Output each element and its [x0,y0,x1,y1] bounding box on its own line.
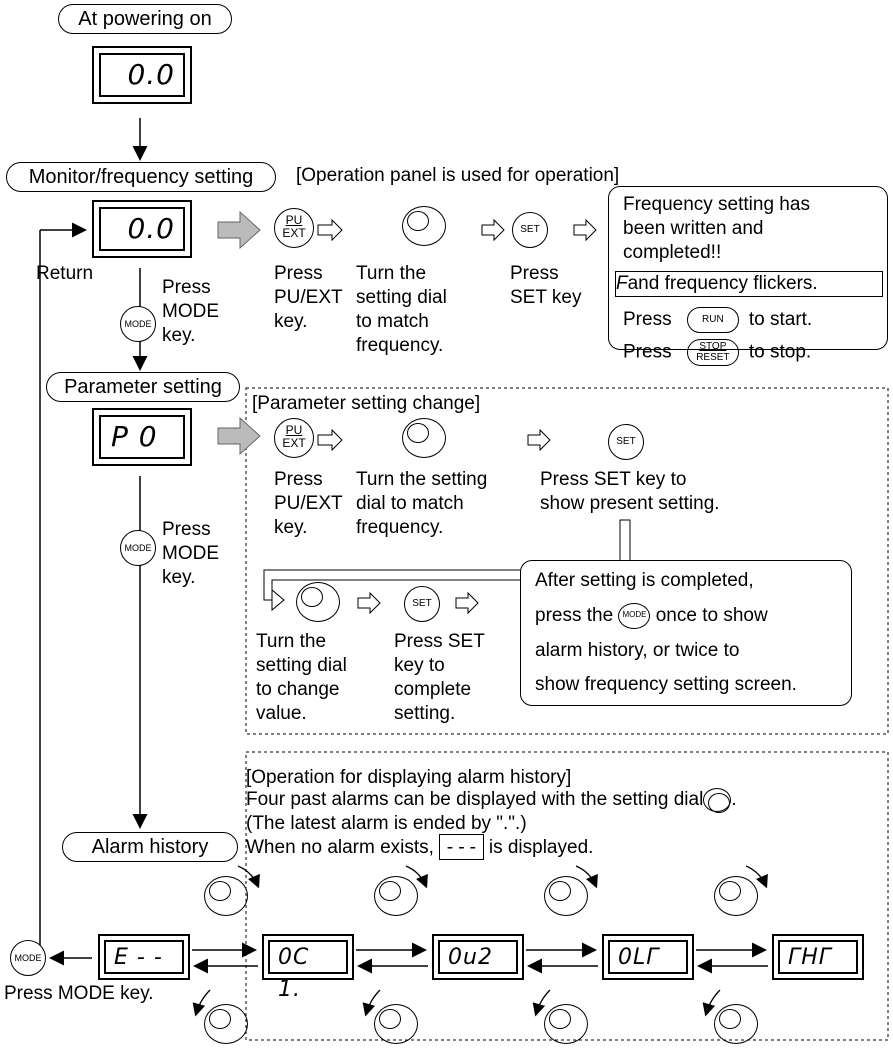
mode-key-2[interactable]: MODE [120,530,156,566]
press-pu-label-2: Press PU/EXT key. [274,469,343,538]
press-mode-key-label: Press MODE key. [4,983,154,1004]
after-line-1: After setting is completed, [535,570,754,591]
dial-cw-3[interactable] [544,876,588,916]
freq-bubble-text: Frequency setting has been written and c… [623,194,810,263]
alarm-line-2: Four past alarms can be displayed with t… [246,788,737,813]
frequency-written-bubble: Frequency setting has been written and c… [608,186,888,366]
setting-dial-inline [703,788,732,813]
alarm-display-4: ГHГ [772,934,864,980]
dial-ccw-3[interactable] [544,1004,588,1044]
alarm-line-4: When no alarm exists, --- is displayed. [246,834,594,860]
display-power-on: 0.0 [92,46,192,104]
press-set-label-2: Press SET key to show present setting. [540,469,720,514]
press-set-label-1: Press SET key [510,263,582,308]
dial-ccw-4[interactable] [714,1004,758,1044]
setting-dial-2[interactable] [402,418,446,458]
alarm-section-title: [Operation for displaying alarm history] [246,767,572,788]
display-monitor: 0.0 [92,200,192,258]
alarm-display-2: 0u2 [432,934,524,980]
press-mode-label-2: Press MODE key. [162,519,219,588]
alarm-display-3: 0LГ [602,934,694,980]
turn-dial-label-3: Turn the setting dial to change value. [256,631,347,724]
set-key-1[interactable]: SET [512,212,548,248]
alarm-history-pill: Alarm history [62,832,238,862]
dial-ccw-1[interactable] [204,1004,248,1044]
dial-cw-4[interactable] [714,876,758,916]
run-key[interactable]: RUN [686,307,739,333]
mode-key-return[interactable]: MODE [10,940,46,976]
at-powering-on-pill: At powering on [58,4,232,34]
monitor-frequency-pill: Monitor/frequency setting [6,162,276,192]
mode-key-inline[interactable]: MODE [618,603,651,629]
flicker-note: Fand frequency flickers. [615,271,883,297]
after-setting-bubble: After setting is completed, press the MO… [520,560,852,706]
set-key-2[interactable]: SET [608,424,644,460]
press-set-label-3: Press SET key to complete setting. [394,631,485,724]
press-mode-label-1: Press MODE key. [162,277,219,346]
turn-dial-label-1: Turn the setting dial to match frequency… [356,263,447,356]
alarm-line-3: (The latest alarm is ended by ".".) [246,813,527,834]
parameter-setting-pill: Parameter setting [46,372,240,402]
setting-dial-3[interactable] [296,582,340,622]
alarm-display-0: E - - [98,934,190,980]
dial-ccw-2[interactable] [374,1004,418,1044]
operation-note: [Operation panel is used for operation] [296,165,620,186]
alarm-display-1: 0C 1. [262,934,354,1002]
mode-key-1[interactable]: MODE [120,306,156,342]
after-line-4: show frequency setting screen. [535,674,797,695]
param-section-title: [Parameter setting change] [252,393,481,414]
return-label: Return [36,263,94,284]
after-line-3: alarm history, or twice to [535,640,740,661]
after-line-2: press the MODE once to show [535,603,768,629]
no-alarm-display: --- [439,834,484,860]
set-key-3[interactable]: SET [404,586,440,622]
press-pu-label-1: Press PU/EXT key. [274,263,343,332]
dial-cw-1[interactable] [204,876,248,916]
setting-dial-1[interactable] [402,206,446,246]
dial-cw-2[interactable] [374,876,418,916]
turn-dial-label-2: Turn the setting dial to match frequency… [356,469,488,538]
display-parameter: P 0 [92,408,192,466]
